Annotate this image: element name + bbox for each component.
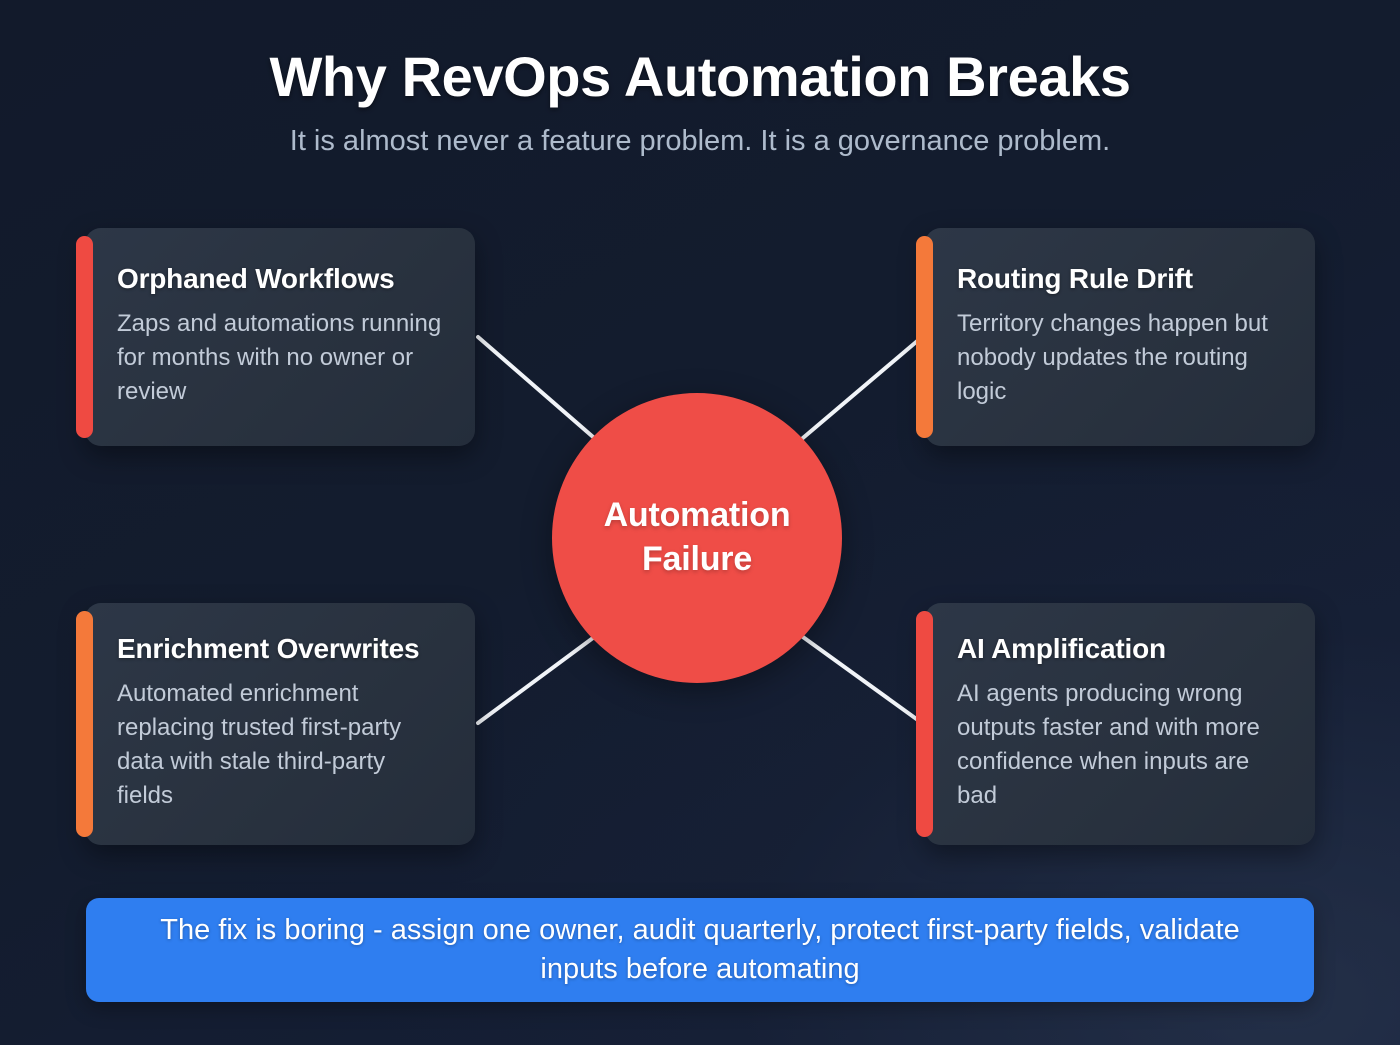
takeaway-text: The fix is boring - assign one owner, au…: [160, 914, 1240, 985]
hub-label: Automation Failure: [603, 496, 791, 578]
card-title: Enrichment Overwrites: [117, 632, 420, 664]
takeaway-banner: The fix is boring - assign one owner, au…: [86, 898, 1314, 1002]
connector-bottom-right: [794, 630, 924, 725]
connector-top-right: [795, 335, 924, 445]
card-description: AI agents producing wrong outputs faster…: [957, 680, 1260, 810]
card-description: Automated enrichment replacing trusted f…: [117, 680, 402, 810]
card-description: Territory changes happen but nobody upda…: [957, 310, 1268, 406]
card-description: Zaps and automations running for months …: [117, 310, 442, 406]
card-accent-bar: [76, 236, 93, 438]
card-accent-bar: [916, 236, 933, 438]
factor-card-enrichment-overwrites[interactable]: Enrichment Overwrites Automated enrichme…: [76, 603, 475, 845]
factor-card-ai-amplification[interactable]: AI Amplification AI agents producing wro…: [916, 603, 1315, 845]
card-accent-bar: [916, 611, 933, 837]
center-hub-automation-failure[interactable]: Automation Failure: [552, 393, 842, 683]
page-title: Why RevOps Automation Breaks: [269, 45, 1131, 108]
connector-top-left: [476, 335, 602, 445]
page-subtitle: It is almost never a feature problem. It…: [289, 125, 1111, 158]
factor-card-orphaned-workflows[interactable]: Orphaned Workflows Zaps and automations …: [76, 228, 475, 446]
card-accent-bar: [76, 611, 93, 837]
card-title: AI Amplification: [957, 632, 1166, 664]
card-title: Routing Rule Drift: [957, 262, 1193, 294]
card-title: Orphaned Workflows: [117, 262, 395, 294]
connector-bottom-left: [476, 630, 603, 725]
header: Why RevOps Automation Breaks It is almos…: [0, 0, 1400, 159]
factor-card-routing-rule-drift[interactable]: Routing Rule Drift Territory changes hap…: [916, 228, 1315, 446]
